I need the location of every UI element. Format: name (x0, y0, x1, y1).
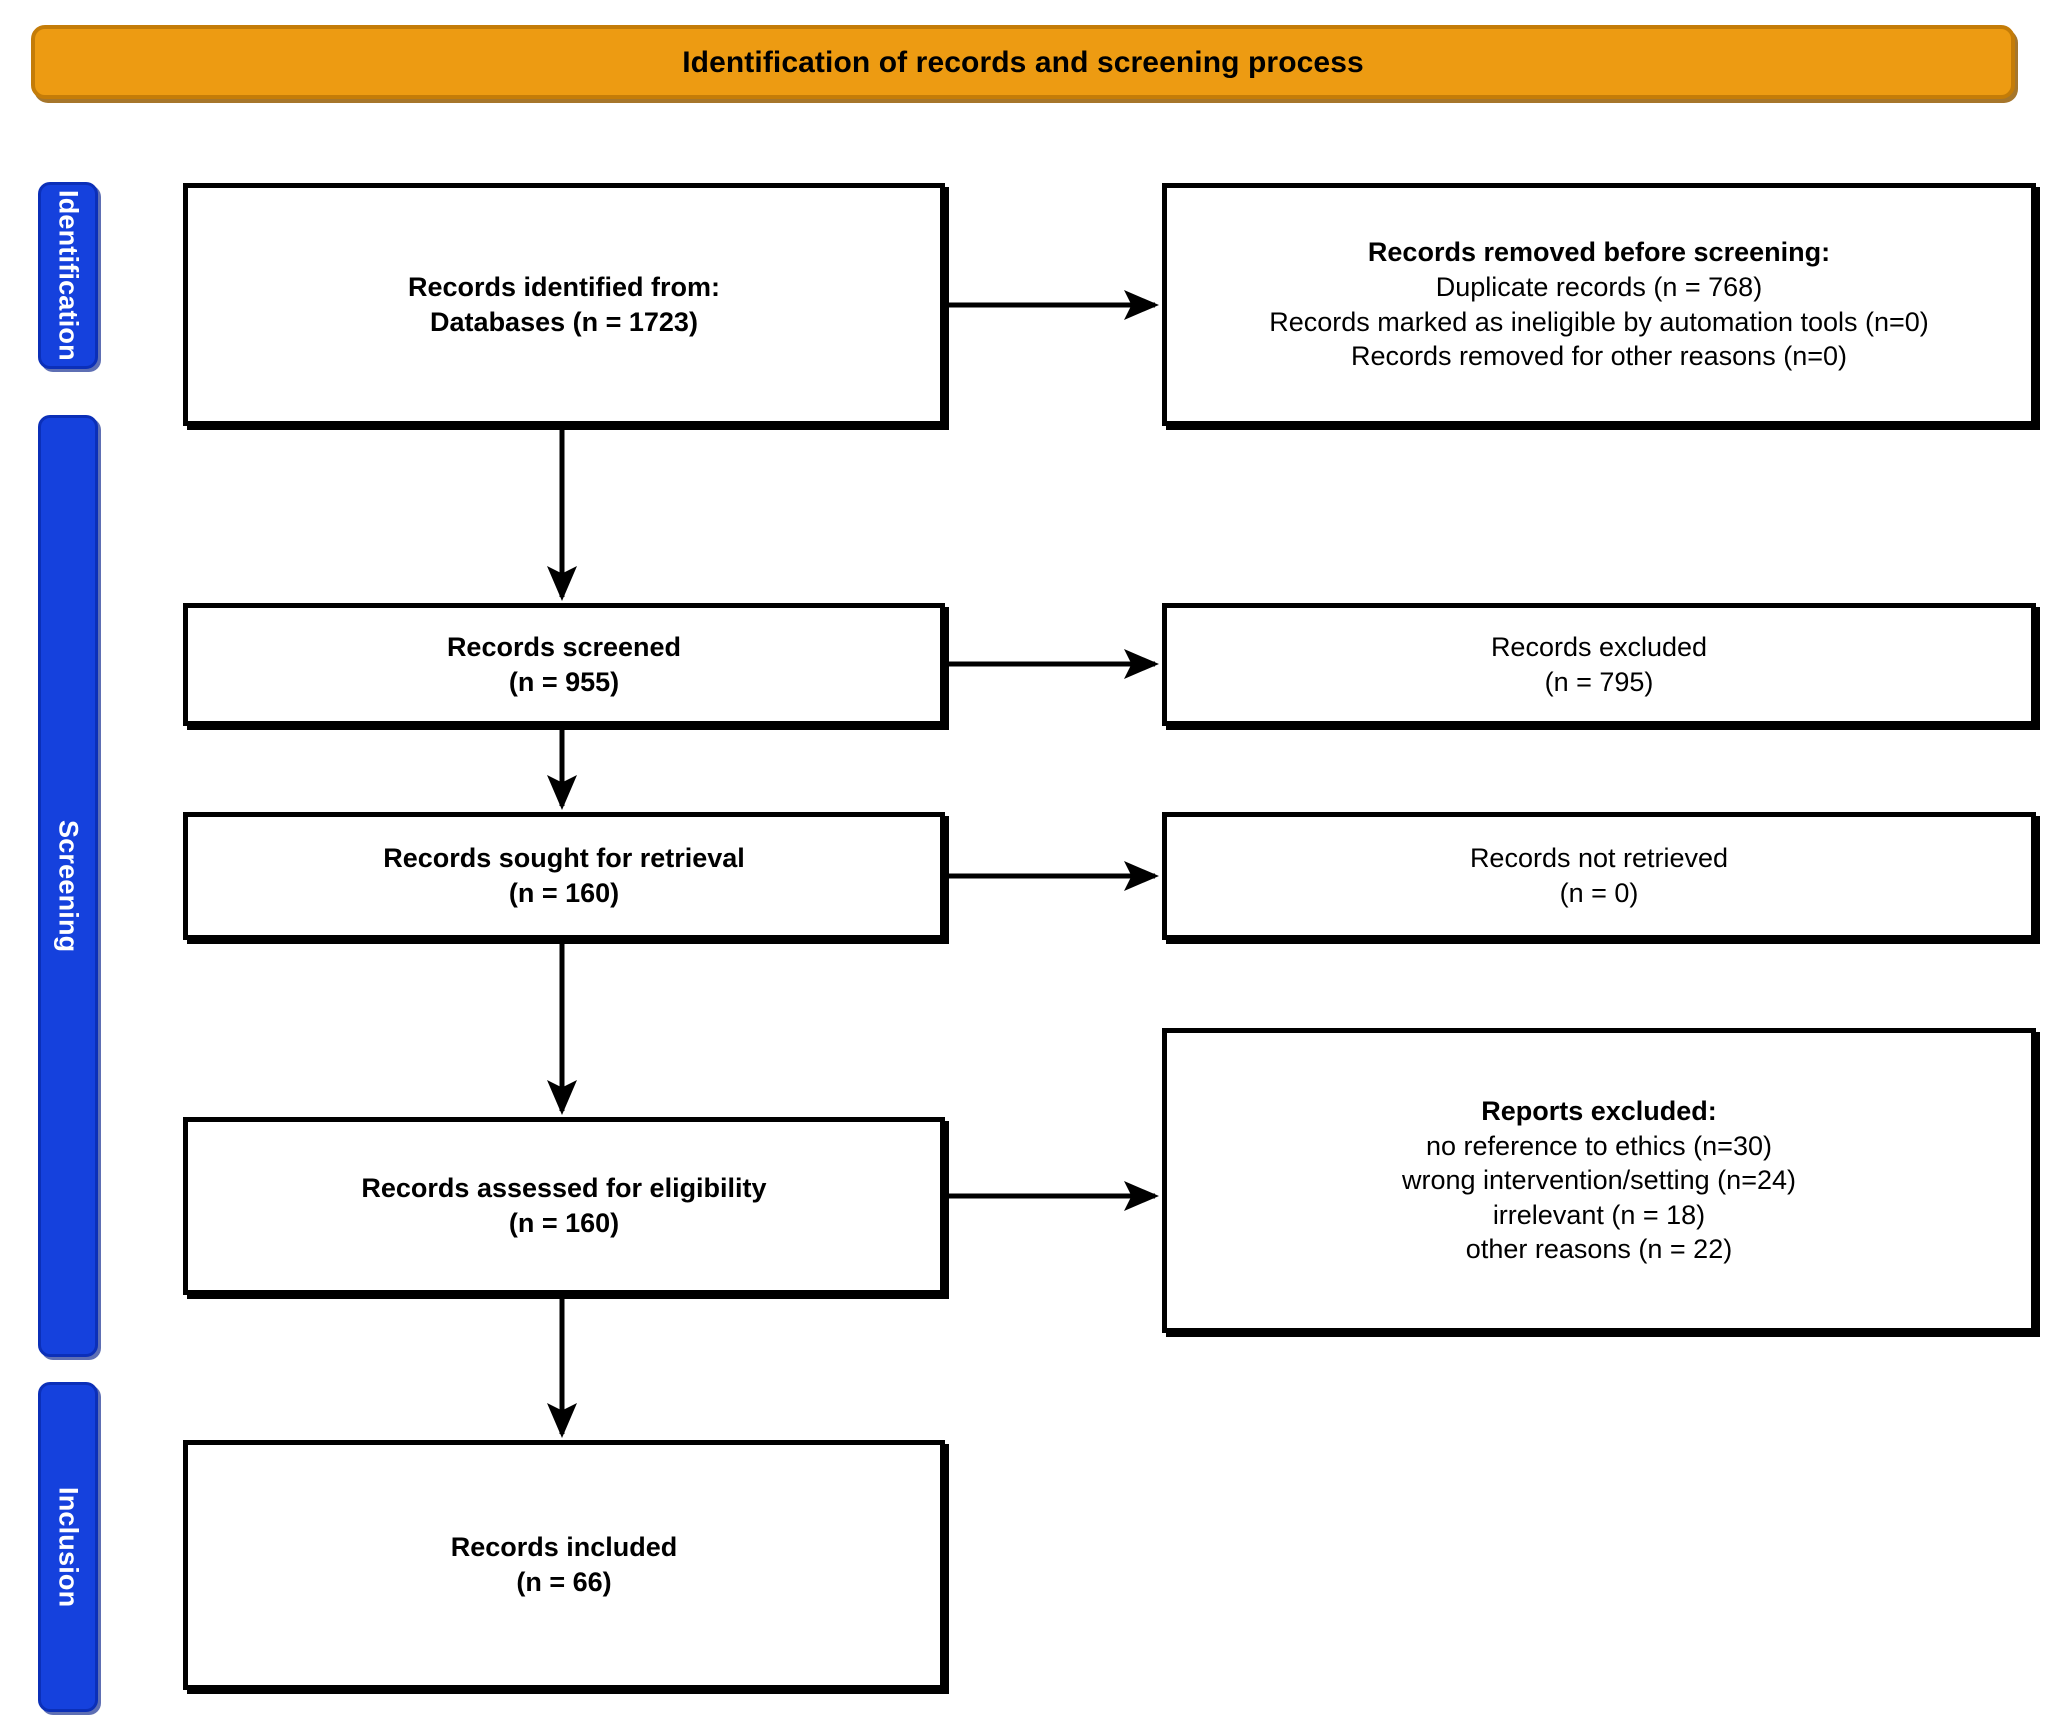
records-excluded-line1: Records excluded (1490, 631, 1708, 662)
box-records-excluded: Records excluded (n = 795) (1162, 603, 2036, 726)
reports-excluded-line3: irrelevant (n = 18) (1492, 1199, 1706, 1230)
records-assessed-line2: (n = 160) (508, 1208, 620, 1238)
stage-label-identification: Identification (53, 190, 84, 361)
box-records-included: Records included (n = 66) (183, 1440, 945, 1690)
reports-excluded-line1: no reference to ethics (n=30) (1426, 1130, 1772, 1161)
records-removed-line2: Records marked as ineligible by automati… (1269, 306, 1929, 337)
records-screened-line1: Records screened (446, 631, 682, 662)
records-included-line2: (n = 66) (516, 1567, 612, 1597)
stage-label-screening: Screening (53, 819, 84, 953)
reports-excluded-heading: Reports excluded: (1481, 1096, 1717, 1127)
records-sought-line2: (n = 160) (508, 878, 620, 908)
records-identified-line2: Databases (n = 1723) (430, 306, 698, 337)
records-notretrieved-line1: Records not retrieved (1469, 843, 1729, 874)
records-assessed-line1: Records assessed for eligibility (361, 1173, 767, 1204)
reports-excluded-line2: wrong intervention/setting (n=24) (1402, 1165, 1796, 1196)
box-records-sought-for-retrieval: Records sought for retrieval (n = 160) (183, 812, 945, 940)
records-included-line1: Records included (450, 1532, 678, 1563)
records-removed-line3: Records removed for other reasons (n=0) (1351, 341, 1847, 372)
reports-excluded-line4: other reasons (n = 22) (1465, 1234, 1733, 1265)
box-records-screened: Records screened (n = 955) (183, 603, 945, 726)
box-reports-excluded: Reports excluded: no reference to ethics… (1162, 1028, 2036, 1333)
records-identified-line1: Records identified from: (407, 271, 721, 302)
box-records-assessed-for-eligibility: Records assessed for eligibility (n = 16… (183, 1117, 945, 1295)
stage-bar-identification: Identification (38, 182, 98, 369)
records-removed-heading: Records removed before screening: (1367, 237, 1831, 268)
records-excluded-line2: (n = 795) (1544, 666, 1654, 697)
page-title: Identification of records and screening … (682, 45, 1364, 79)
box-records-identified: Records identified from: Databases (n = … (183, 183, 945, 426)
stage-label-inclusion: Inclusion (53, 1486, 84, 1608)
records-sought-line1: Records sought for retrieval (383, 843, 745, 874)
header-banner: Identification of records and screening … (31, 25, 2015, 99)
records-notretrieved-line2: (n = 0) (1559, 878, 1639, 908)
stage-bar-inclusion: Inclusion (38, 1382, 98, 1712)
records-removed-line1: Duplicate records (n = 768) (1435, 271, 1763, 302)
box-records-not-retrieved: Records not retrieved (n = 0) (1162, 812, 2036, 940)
box-records-removed-before-screening: Records removed before screening: Duplic… (1162, 183, 2036, 426)
records-screened-line2: (n = 955) (508, 666, 620, 697)
stage-bar-screening: Screening (38, 415, 98, 1357)
